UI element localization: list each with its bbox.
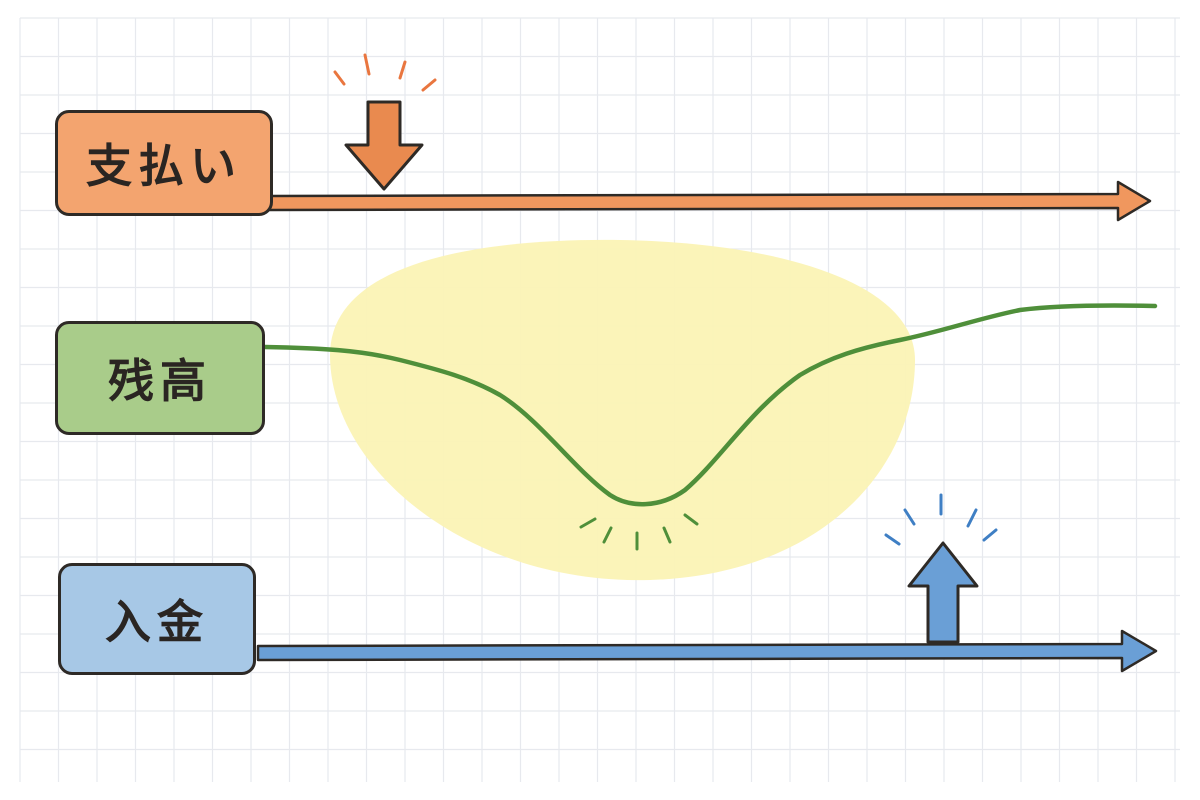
balance-label: 残高 <box>55 321 265 435</box>
balance-dip-highlight <box>330 239 915 581</box>
balance-dip-marks <box>579 513 699 551</box>
payment-down-arrow-icon <box>344 100 424 191</box>
deposit-timeline-arrow <box>256 629 1158 673</box>
balance-line <box>262 303 1158 507</box>
payment-label: 支払い <box>55 110 273 216</box>
deposit-label: 入金 <box>58 563 256 675</box>
deposit-emphasis-marks <box>884 493 998 546</box>
payment-timeline-arrow <box>266 180 1152 222</box>
deposit-up-arrow-icon <box>907 541 979 644</box>
payment-emphasis-marks <box>333 53 437 92</box>
